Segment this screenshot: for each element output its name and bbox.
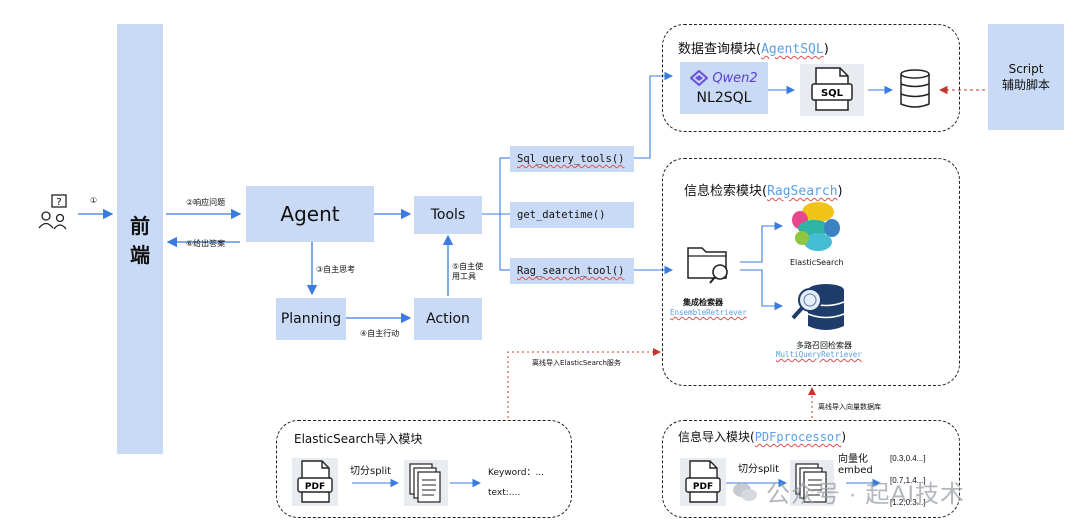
offline-es-label: 离线导入ElasticSearch服务 — [532, 359, 621, 367]
split-documents-icon-2 — [790, 460, 834, 506]
qwen-logo-icon — [690, 70, 709, 86]
tool-datetime-label: get_datetime() — [517, 209, 606, 221]
sql-file-icon: SQL — [800, 64, 864, 116]
ensemble-label: 集成检索器 — [683, 298, 723, 307]
agent-label: Agent — [280, 202, 340, 226]
planning-box[interactable]: Planning — [276, 298, 346, 340]
pdf-file-icon: PDF — [292, 458, 338, 506]
script-label: Script — [1008, 61, 1044, 76]
tool-rag-search[interactable]: Rag_search_tool() — [510, 258, 634, 284]
rag-module — [662, 158, 960, 386]
pdf-split-label: 切分split — [738, 464, 780, 475]
watermark: 公众号 · 起AI技术 — [732, 474, 965, 509]
nl2sql-box[interactable]: Qwen2 NL2SQL — [680, 62, 768, 114]
elasticsearch-label: ElasticSearch — [790, 258, 844, 267]
svg-text:PDF: PDF — [305, 482, 325, 492]
es-keyword-label: Keyword：... — [488, 468, 545, 478]
tools-label: Tools — [430, 207, 466, 223]
step-5-label: ⑤自主使用工具 — [452, 262, 484, 281]
step-1-label: ① — [90, 196, 98, 205]
tool-get-datetime[interactable]: get_datetime() — [510, 202, 634, 228]
es-split-label: 切分split — [350, 466, 392, 477]
vector-2: [0.7,1.4...] — [890, 476, 926, 485]
agent-box[interactable]: Agent — [246, 186, 374, 242]
offline-vec-label: 离线导入向量数据库 — [818, 403, 881, 411]
split-documents-icon — [404, 460, 448, 506]
vector-1: [0.3,0.4...] — [890, 454, 926, 463]
vector-db-icon — [791, 284, 845, 330]
frontend-label-1: 前 — [130, 214, 150, 238]
script-sub-label: 辅助脚本 — [1001, 77, 1050, 92]
step-2-label: ②响应问题 — [186, 198, 226, 207]
es-import-title: ElasticSearch导入模块 — [294, 432, 423, 446]
svg-text:SQL: SQL — [821, 88, 844, 99]
step-3-label: ③自主思考 — [316, 265, 356, 274]
rag-module-title: 信息检索模块(RagSearch) — [684, 184, 843, 199]
action-box[interactable]: Action — [414, 298, 482, 340]
step-6-label: ⑥给出答案 — [186, 239, 226, 248]
pdf-file-icon-2: PDF — [680, 458, 726, 506]
sql-module-title: 数据查询模块(AgentSQL) — [678, 42, 829, 57]
pdf-import-module — [662, 420, 960, 518]
script-box[interactable]: Script 辅助脚本 — [988, 24, 1064, 130]
vector-3: [1.2,0.3...] — [890, 498, 926, 507]
folder-search-icon — [687, 247, 728, 284]
database-icon — [900, 69, 930, 108]
multi-query-label: 多路召回检索器 — [796, 341, 852, 350]
frontend-box[interactable]: 前 端 — [117, 24, 163, 454]
es-import-module — [276, 420, 572, 518]
planning-label: Planning — [280, 311, 342, 327]
sql-module — [662, 24, 960, 132]
step-4-label: ④自主行动 — [360, 329, 400, 338]
frontend-label-2: 端 — [130, 243, 150, 267]
nl2sql-label: NL2SQL — [696, 90, 752, 106]
qwen-brand: Qwen2 — [712, 70, 758, 86]
action-label: Action — [426, 311, 470, 327]
multi-query-class: MultiQueryRetriever — [776, 350, 862, 359]
es-text-label: text:.... — [488, 488, 521, 498]
ensemble-class: EnsembleRetriever — [670, 308, 747, 317]
wechat-icon — [733, 482, 757, 501]
tools-box[interactable]: Tools — [414, 196, 482, 234]
tool-sql-label: Sql_query_tools() — [517, 153, 625, 165]
pdf-import-title: 信息导入模块(PDFprocessor) — [678, 430, 847, 444]
tool-rag-label: Rag_search_tool() — [517, 265, 625, 277]
user-question-icon: ? — [38, 194, 67, 230]
tool-sql-query[interactable]: Sql_query_tools() — [510, 146, 634, 172]
svg-text:PDF: PDF — [693, 482, 713, 492]
svg-text:?: ? — [56, 197, 61, 208]
elasticsearch-logo-icon — [792, 202, 840, 251]
